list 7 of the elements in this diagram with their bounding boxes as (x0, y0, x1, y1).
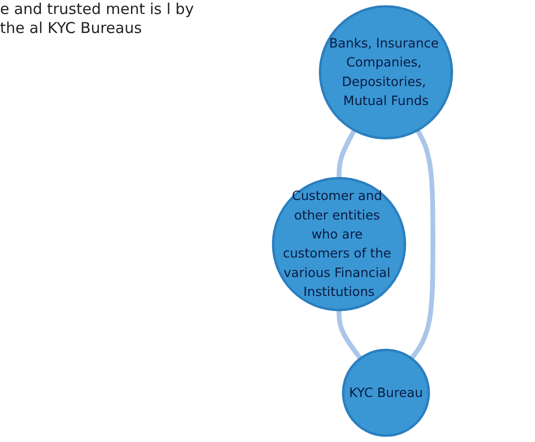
connector (336, 310, 362, 360)
node-circle: KYC Bureau (342, 348, 430, 437)
connector (410, 129, 436, 360)
note-text: e and trusted ment is l by the al KYC Bureaus (0, 0, 195, 38)
connector (336, 129, 356, 178)
node-circle: Banks, Insurance Companies, Depositories, Mutual Funds (318, 5, 454, 140)
node-circle: Customer and other entities who are customers of the various Financial Institutions (272, 176, 406, 312)
